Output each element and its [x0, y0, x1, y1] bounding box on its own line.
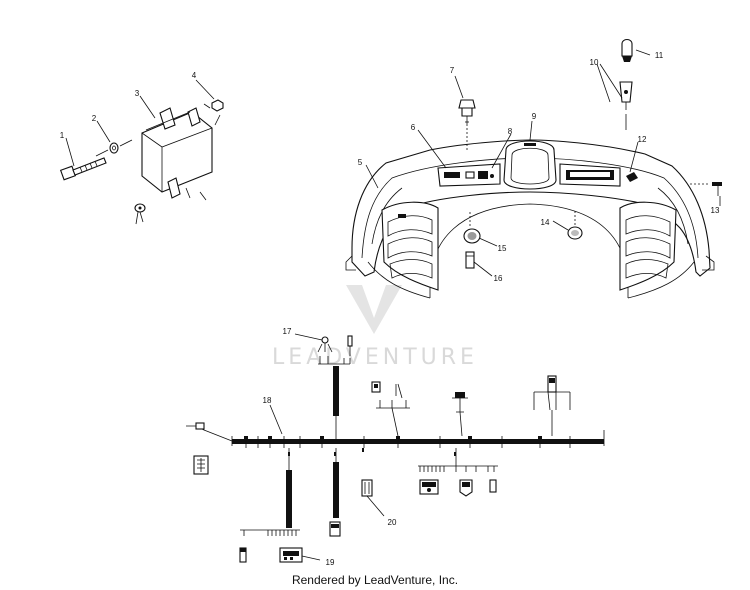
square-connector-part [459, 479, 473, 497]
callout-4: 4 [192, 71, 197, 80]
eyelet-terminal [134, 203, 146, 225]
callout-17: 17 [283, 327, 292, 336]
callout-labels: 1 2 3 4 5 6 7 8 9 10 11 12 13 14 15 16 1… [60, 51, 720, 567]
right-instrument-panel [559, 163, 621, 187]
callout-10: 10 [590, 58, 599, 67]
multi-pin-connector-part [279, 547, 303, 563]
callout-8: 8 [508, 127, 513, 136]
dashboard-pod [345, 38, 722, 299]
nut-part [211, 99, 224, 112]
callout-2: 2 [92, 114, 97, 123]
callout-6: 6 [411, 123, 416, 132]
callout-9: 9 [532, 112, 537, 121]
callout-7: 7 [450, 66, 455, 75]
callout-20: 20 [388, 518, 397, 527]
washer-part [109, 142, 119, 154]
callout-16: 16 [494, 274, 503, 283]
callout-5: 5 [358, 158, 363, 167]
bolt-part [59, 157, 107, 181]
regulator-assembly [59, 79, 224, 225]
screw-part [690, 182, 722, 196]
connector-block-part [193, 455, 209, 475]
regulator-body [141, 107, 213, 199]
knob-part [458, 99, 476, 124]
watermark-text: LEADVENTURE [272, 345, 478, 370]
bulb-socket-part [619, 38, 633, 130]
grommet-part [567, 226, 583, 240]
callout-19: 19 [326, 558, 335, 567]
callout-15: 15 [498, 244, 507, 253]
ring-terminal-part [317, 336, 333, 353]
callout-1: 1 [60, 131, 65, 140]
right-vent-grille [619, 201, 677, 291]
watermark-logo-icon [346, 285, 402, 334]
harness-trunk [232, 439, 604, 444]
wiring-harness [186, 333, 605, 563]
callout-12: 12 [638, 135, 647, 144]
callout-14: 14 [541, 218, 550, 227]
connector-housing-part [361, 479, 373, 497]
round-connector-part [419, 479, 439, 495]
switch-grommet-part [463, 228, 481, 244]
left-instrument-panel [437, 163, 501, 187]
callout-11: 11 [655, 51, 664, 60]
left-vent-grille [381, 201, 439, 291]
spade-terminal-part [347, 335, 353, 356]
pin-connector-part [489, 479, 497, 493]
plug-part [465, 251, 475, 269]
footer-credit: Rendered by LeadVenture, Inc. [291, 573, 459, 587]
gauge-pod [503, 140, 557, 190]
callout-13: 13 [711, 206, 720, 215]
callout-3: 3 [135, 89, 140, 98]
leadventure-watermark: LEADVENTURE [272, 285, 478, 370]
callout-18: 18 [263, 396, 272, 405]
